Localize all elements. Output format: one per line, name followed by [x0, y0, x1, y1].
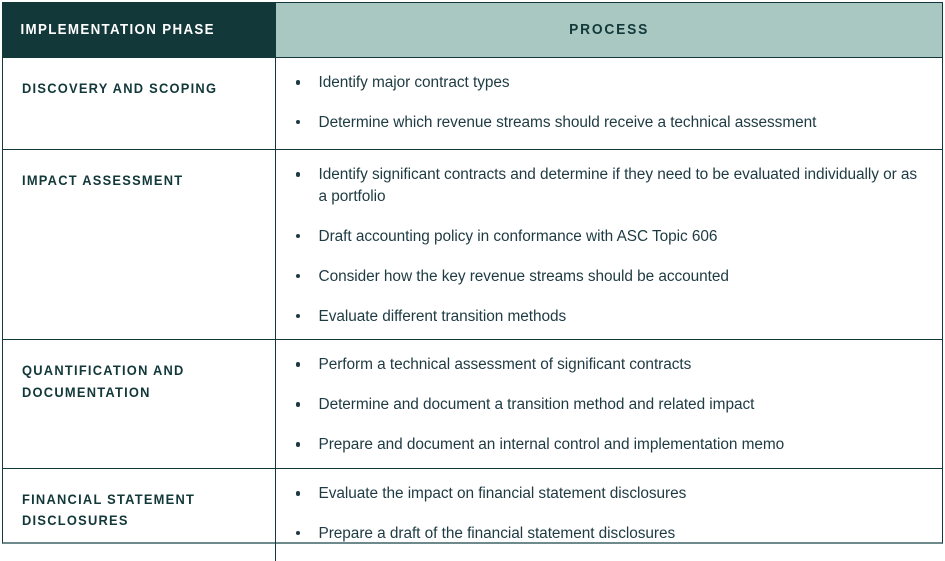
table-row: QUANTIFICATION AND DOCUMENTATION Perform …	[3, 339, 942, 469]
process-bullet-text: Prepare a draft of the financial stateme…	[318, 524, 676, 542]
table-row: FINANCIAL STATEMENT DISCLOSURES Evaluate …	[3, 468, 942, 561]
phase-label: FINANCIAL STATEMENT DISCLOSURES	[22, 491, 196, 529]
bullet-dot-icon	[295, 442, 300, 447]
process-bullet-item: Determine which revenue streams should r…	[294, 112, 927, 134]
process-bullet-item: Evaluate different transition methods	[294, 306, 927, 328]
phase-label: DISCOVERY AND SCOPING	[22, 80, 218, 96]
table-header: IMPLEMENTATION PHASE PROCESS	[3, 3, 942, 58]
process-cell: Identify significant contracts and deter…	[275, 148, 942, 340]
table-body: DISCOVERY AND SCOPING Identify major cont…	[3, 57, 942, 561]
bullet-dot-icon	[295, 273, 300, 279]
table-header-row: IMPLEMENTATION PHASE PROCESS	[3, 3, 942, 58]
process-bullet-list: Evaluate the impact on financial stateme…	[294, 483, 927, 545]
process-bullet-text: Evaluate different transition methods	[318, 307, 567, 325]
table-row: IMPACT ASSESSMENT Identify significant co…	[3, 148, 942, 340]
process-cell: Evaluate the impact on financial stateme…	[275, 468, 942, 561]
column-header-process: PROCESS	[275, 3, 942, 58]
process-bullet-list: Identify significant contracts and deter…	[294, 164, 927, 327]
column-header-process-label: PROCESS	[568, 22, 649, 38]
process-bullet-text: Determine and document a transition meth…	[318, 396, 755, 414]
process-bullet-item: Perform a technical assessment of signif…	[294, 354, 927, 376]
phase-cell: QUANTIFICATION AND DOCUMENTATION	[3, 339, 276, 469]
phase-label: QUANTIFICATION AND DOCUMENTATION	[22, 362, 185, 400]
column-header-implementation-phase-label: IMPLEMENTATION PHASE	[20, 22, 215, 38]
process-bullet-text: Draft accounting policy in conformance w…	[318, 227, 718, 245]
process-bullet-text: Evaluate the impact on financial stateme…	[318, 485, 687, 502]
bullet-dot-icon	[295, 172, 300, 177]
bullet-dot-icon	[295, 119, 300, 125]
process-bullet-list: Perform a technical assessment of signif…	[294, 354, 927, 456]
phase-cell: DISCOVERY AND SCOPING	[3, 57, 276, 150]
bullet-dot-icon	[295, 530, 300, 536]
phase-label: IMPACT ASSESSMENT	[22, 172, 184, 188]
process-bullet-item: Prepare a draft of the financial stateme…	[294, 523, 927, 545]
phase-cell: IMPACT ASSESSMENT	[3, 148, 276, 340]
column-header-implementation-phase: IMPLEMENTATION PHASE	[3, 3, 276, 58]
phase-cell: FINANCIAL STATEMENT DISCLOSURES	[3, 468, 276, 561]
bullet-dot-icon	[295, 491, 300, 496]
bullet-dot-icon	[295, 362, 300, 367]
table-row: DISCOVERY AND SCOPING Identify major cont…	[3, 57, 942, 150]
process-bullet-text: Identify major contract types	[318, 74, 510, 91]
bullet-dot-icon	[295, 233, 300, 239]
phase-process-table: IMPLEMENTATION PHASE PROCESS DISCOVERY A…	[3, 3, 942, 561]
process-bullet-item: Determine and document a transition meth…	[294, 394, 927, 416]
process-bullet-item: Prepare and document an internal control…	[294, 434, 927, 456]
process-bullet-item: Draft accounting policy in conformance w…	[294, 226, 927, 248]
process-bullet-item: Evaluate the impact on financial stateme…	[294, 483, 927, 505]
process-bullet-text: Consider how the key revenue streams sho…	[318, 267, 729, 285]
process-bullet-text: Identify significant contracts and deter…	[318, 166, 918, 205]
process-bullet-text: Determine which revenue streams should r…	[318, 113, 817, 131]
process-bullet-text: Prepare and document an internal control…	[318, 436, 785, 454]
process-cell: Perform a technical assessment of signif…	[275, 339, 942, 469]
bullet-dot-icon	[295, 80, 300, 85]
bullet-dot-icon	[295, 313, 300, 318]
process-bullet-text: Perform a technical assessment of signif…	[318, 356, 692, 374]
process-bullet-item: Identify significant contracts and deter…	[294, 164, 927, 208]
process-bullet-item: Identify major contract types	[294, 72, 927, 94]
bullet-dot-icon	[295, 402, 300, 407]
process-bullet-item: Consider how the key revenue streams sho…	[294, 266, 927, 288]
